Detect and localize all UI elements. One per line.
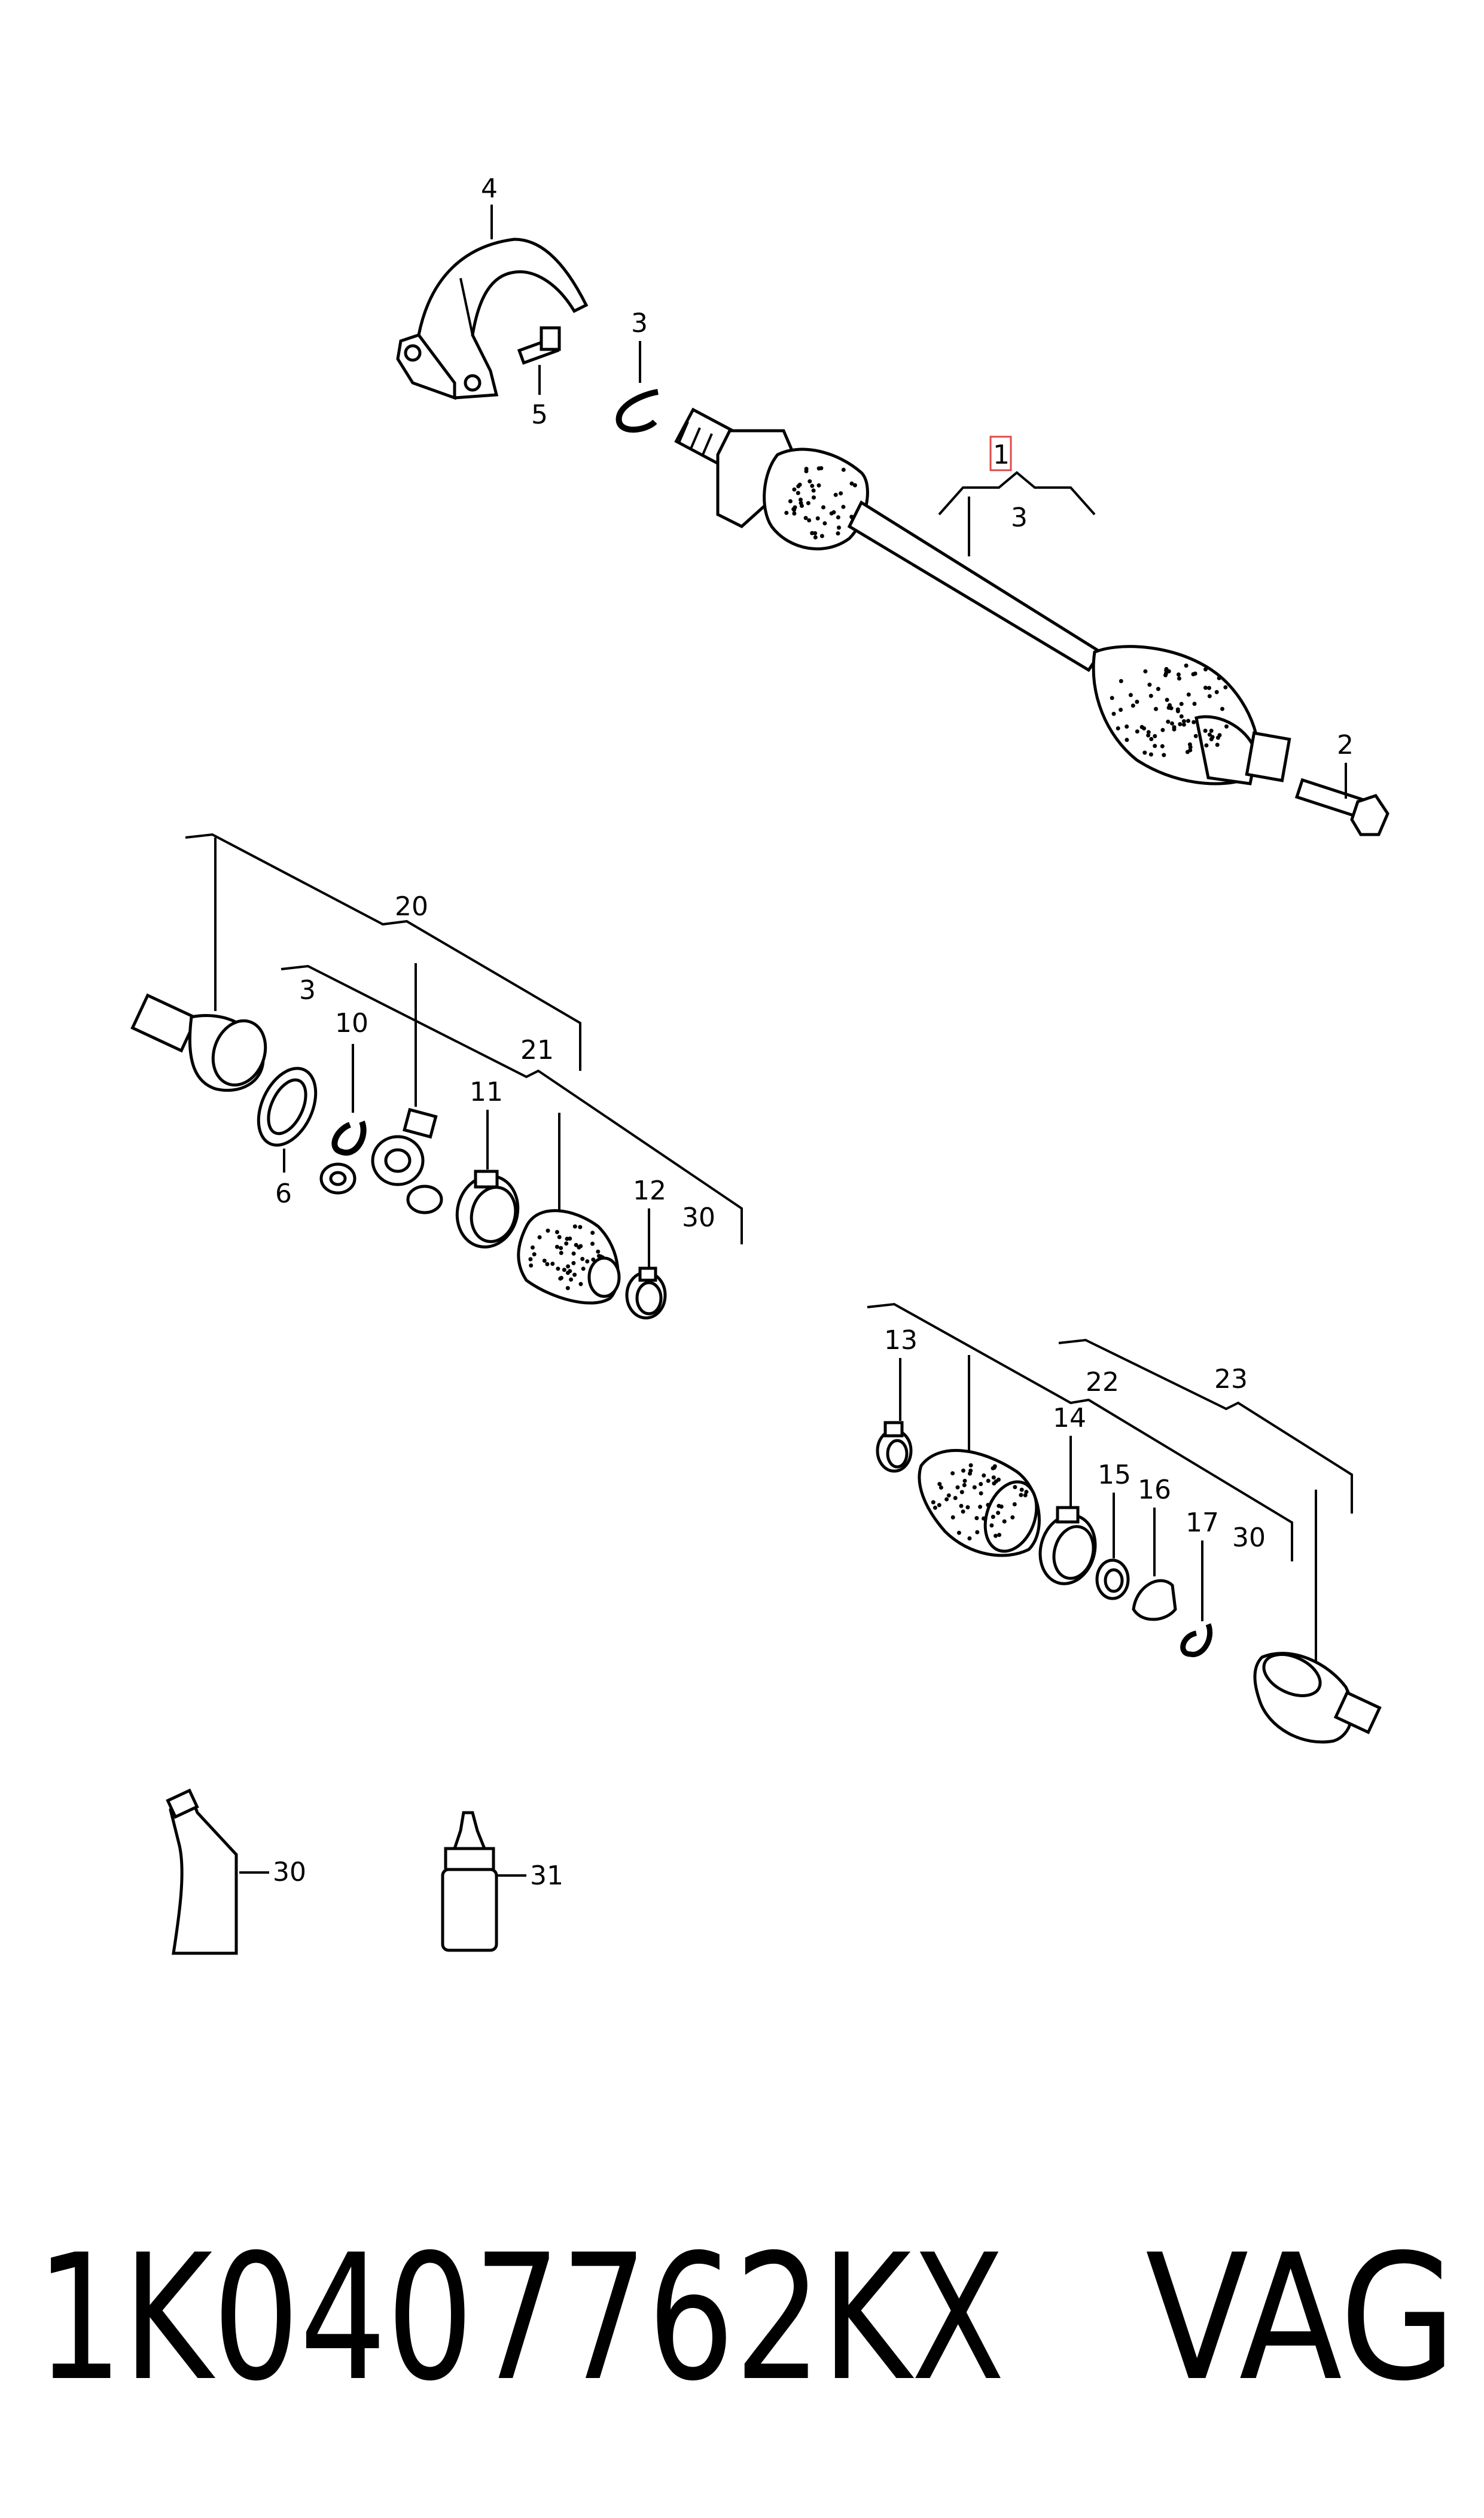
clamp-13-part[interactable] (876, 1421, 913, 1473)
label-6: 6 (275, 1179, 292, 1209)
bracket-1 (938, 471, 1096, 516)
tripod-spider-part[interactable] (319, 1107, 443, 1214)
inner-joint-housing-part[interactable] (130, 993, 275, 1092)
label-3-bracket: 3 (1011, 503, 1028, 533)
label-11: 11 (470, 1077, 503, 1107)
label-15: 15 (1098, 1460, 1131, 1490)
outer-joint-part[interactable] (1253, 1646, 1382, 1744)
heat-shield-part[interactable] (396, 238, 589, 400)
label-30-right: 30 (1232, 1523, 1266, 1553)
label-21: 21 (520, 1035, 554, 1065)
bracket-23 (1058, 1338, 1353, 1514)
bracket-22 (867, 1302, 1293, 1561)
inner-boot-dots (528, 1224, 605, 1290)
brand-text: VAG (1145, 2218, 1456, 2419)
circlip-17-part[interactable] (1180, 1623, 1213, 1657)
label-20: 20 (395, 891, 428, 922)
gasket-6-part[interactable] (247, 1059, 327, 1155)
outer-boot-dots (931, 1463, 1029, 1540)
label-1: 1 (993, 440, 1010, 470)
bracket-21 (281, 964, 743, 1244)
part-number-text: 1K0407762KX (36, 2218, 1005, 2419)
circlip-3-part[interactable] (615, 389, 659, 433)
label-22: 22 (1086, 1367, 1119, 1397)
drive-shaft-assembly[interactable] (674, 407, 1291, 785)
label-30-tube: 30 (273, 1857, 306, 1887)
label-3-left: 3 (299, 975, 316, 1006)
label-4: 4 (481, 173, 498, 204)
bracket-20 (185, 833, 581, 1071)
label-17: 17 (1186, 1508, 1219, 1538)
label-5: 5 (531, 400, 548, 430)
grease-tube-30-part[interactable] (166, 1788, 238, 1955)
label-14: 14 (1053, 1403, 1086, 1433)
dish-spring-16-part[interactable] (1132, 1579, 1177, 1621)
clamp-14-part[interactable] (1033, 1506, 1103, 1590)
label-30-left: 30 (682, 1202, 715, 1233)
label-16: 16 (1138, 1475, 1171, 1505)
circlip-10-part[interactable] (331, 1121, 367, 1156)
bolt-5-part[interactable] (517, 326, 561, 365)
sealant-bottle-31-part[interactable] (441, 1811, 498, 1952)
label-3-top: 3 (631, 308, 648, 339)
label-23: 23 (1214, 1364, 1248, 1395)
bolt-2-part[interactable] (1294, 778, 1389, 836)
clamp-11-part[interactable] (449, 1169, 526, 1254)
label-12: 12 (633, 1176, 666, 1206)
label-31: 31 (530, 1861, 563, 1891)
clamp-12-part[interactable] (625, 1266, 667, 1320)
spacer-15-part[interactable] (1095, 1558, 1130, 1600)
label-2: 2 (1337, 730, 1354, 760)
highlight-1 (989, 436, 1012, 471)
boot-dots (784, 466, 1229, 757)
label-10: 10 (335, 1008, 368, 1039)
label-13: 13 (884, 1325, 918, 1356)
